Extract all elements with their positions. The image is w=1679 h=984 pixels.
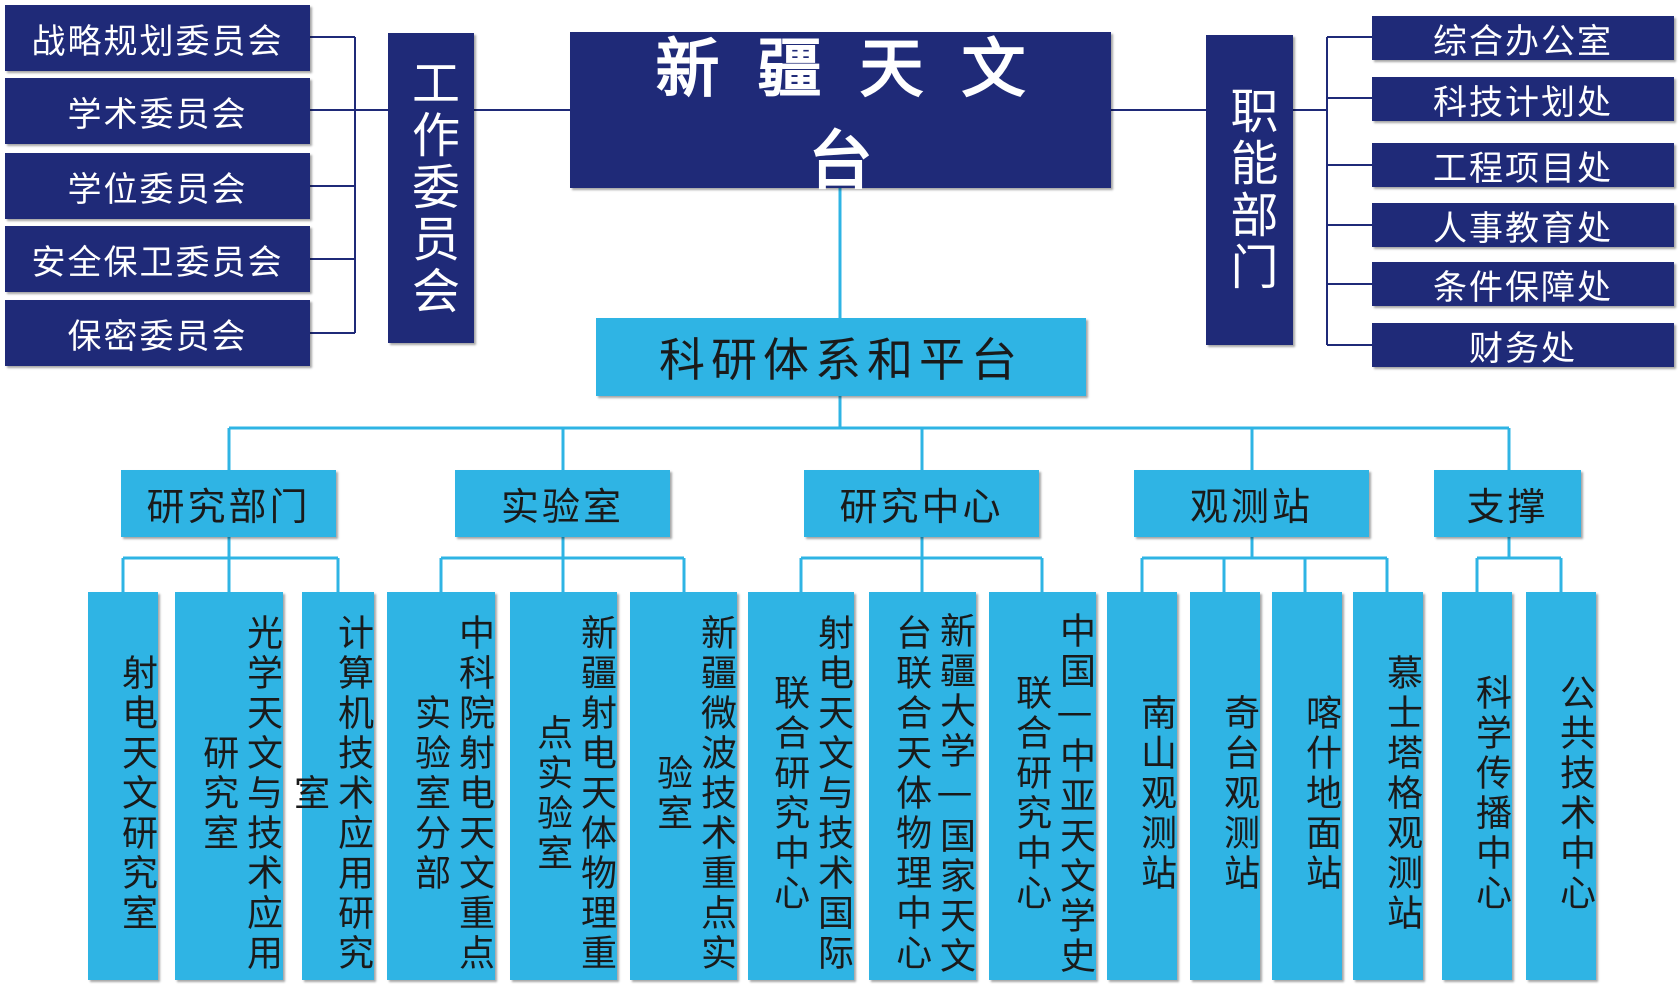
unit-radio-international-center: 射电天文与技术国际联合研究中心: [748, 592, 854, 980]
unit-public-technology-center: 公共技术中心: [1526, 592, 1596, 980]
unit-china-central-asia-center: 中国—中亚天文学史联合研究中心: [989, 592, 1096, 980]
observatory-title: 新疆天文台: [570, 32, 1111, 199]
unit-nanshan-station: 南山观测站: [1107, 592, 1177, 980]
unit-optical-astronomy-lab: 光学天文与技术应用研究室: [175, 592, 283, 980]
unit-qitai-station: 奇台观测站: [1190, 592, 1260, 980]
category-research-centers: 研究中心: [804, 470, 1039, 537]
dept-general-office: 综合办公室: [1372, 16, 1674, 62]
unit-cas-radio-key-lab: 中科院射电天文重点实验室分部: [387, 592, 495, 980]
committee-confidentiality: 保密委员会: [5, 300, 310, 366]
dept-facilities: 条件保障处: [1372, 262, 1674, 308]
committee-degree: 学位委员会: [5, 153, 310, 219]
unit-xinjiang-radio-astrophysics-key-lab: 新疆射电天体物理重点实验室: [510, 592, 617, 980]
dept-science-planning: 科技计划处: [1372, 77, 1674, 123]
unit-xinjiang-microwave-key-lab: 新疆微波技术重点实验室: [630, 592, 737, 980]
working-committee-box: 工作委员会: [388, 33, 474, 343]
category-support: 支撑: [1434, 470, 1581, 537]
category-laboratories: 实验室: [455, 470, 670, 537]
research-platform-box: 科研体系和平台: [596, 318, 1086, 396]
category-research-departments: 研究部门: [121, 470, 336, 537]
unit-science-communication-center: 科学传播中心: [1442, 592, 1512, 980]
dept-finance: 财务处: [1372, 323, 1674, 369]
committee-academic: 学术委员会: [5, 78, 310, 144]
functional-departments-box: 职能部门: [1206, 35, 1293, 345]
unit-kashgar-station: 喀什地面站: [1272, 592, 1342, 980]
unit-xju-nao-astrophysics-center: 新疆大学—国家天文台联合天体物理中心: [869, 592, 976, 980]
dept-personnel-education: 人事教育处: [1372, 203, 1674, 249]
unit-muztagh-station: 慕士塔格观测站: [1353, 592, 1423, 980]
unit-computing-lab: 计算机技术应用研究室: [288, 592, 374, 980]
dept-engineering-projects: 工程项目处: [1372, 143, 1674, 189]
committee-security: 安全保卫委员会: [5, 226, 310, 292]
unit-radio-astronomy-lab: 射电天文研究室: [88, 592, 158, 980]
committee-strategic-planning: 战略规划委员会: [5, 5, 310, 71]
category-observing-stations: 观测站: [1134, 470, 1369, 537]
